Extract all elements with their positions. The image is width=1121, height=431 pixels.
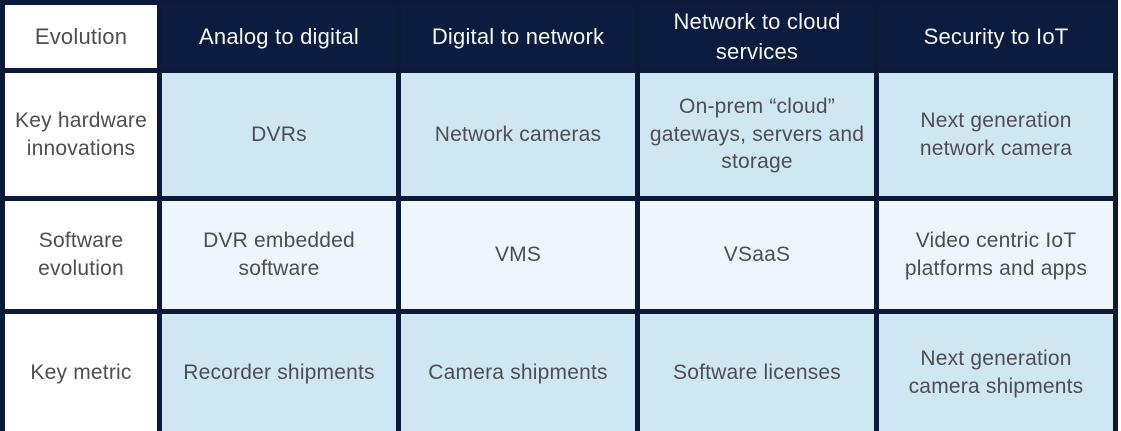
table-row-key-hardware-innovations: Key hardware innovations DVRs Network ca… bbox=[0, 68, 1118, 201]
cell-software-cloud: VSaaS bbox=[635, 196, 879, 314]
cell-software-analog: DVR embedded software bbox=[157, 196, 401, 314]
table-row-key-metric: Key metric Recorder shipments Camera shi… bbox=[0, 309, 1118, 431]
cell-metric-iot: Next generation camera shipments bbox=[874, 309, 1118, 431]
cell-hardware-network: Network cameras bbox=[396, 68, 640, 201]
cell-metric-network: Camera shipments bbox=[396, 309, 640, 431]
table-row-software-evolution: Software evolution DVR embedded software… bbox=[0, 196, 1118, 314]
cell-hardware-analog: DVRs bbox=[157, 68, 401, 201]
cell-metric-cloud: Software licenses bbox=[635, 309, 879, 431]
row-label-key-metric: Key metric bbox=[0, 309, 162, 431]
cell-software-network: VMS bbox=[396, 196, 640, 314]
cell-hardware-iot: Next generation network camera bbox=[874, 68, 1118, 201]
header-row: Evolution Analog to digital Digital to n… bbox=[0, 0, 1118, 73]
header-cell-evolution: Evolution bbox=[0, 0, 162, 73]
header-cell-digital-to-network: Digital to network bbox=[396, 0, 640, 73]
cell-software-iot: Video centric IoT platforms and apps bbox=[874, 196, 1118, 314]
cell-metric-analog: Recorder shipments bbox=[157, 309, 401, 431]
row-label-software-evolution: Software evolution bbox=[0, 196, 162, 314]
cell-hardware-cloud: On-prem “cloud” gateways, servers and st… bbox=[635, 68, 879, 201]
header-cell-security-to-iot: Security to IoT bbox=[874, 0, 1118, 73]
header-cell-network-to-cloud-services: Network to cloud services bbox=[635, 0, 879, 73]
row-label-key-hardware-innovations: Key hardware innovations bbox=[0, 68, 162, 201]
header-cell-analog-to-digital: Analog to digital bbox=[157, 0, 401, 73]
